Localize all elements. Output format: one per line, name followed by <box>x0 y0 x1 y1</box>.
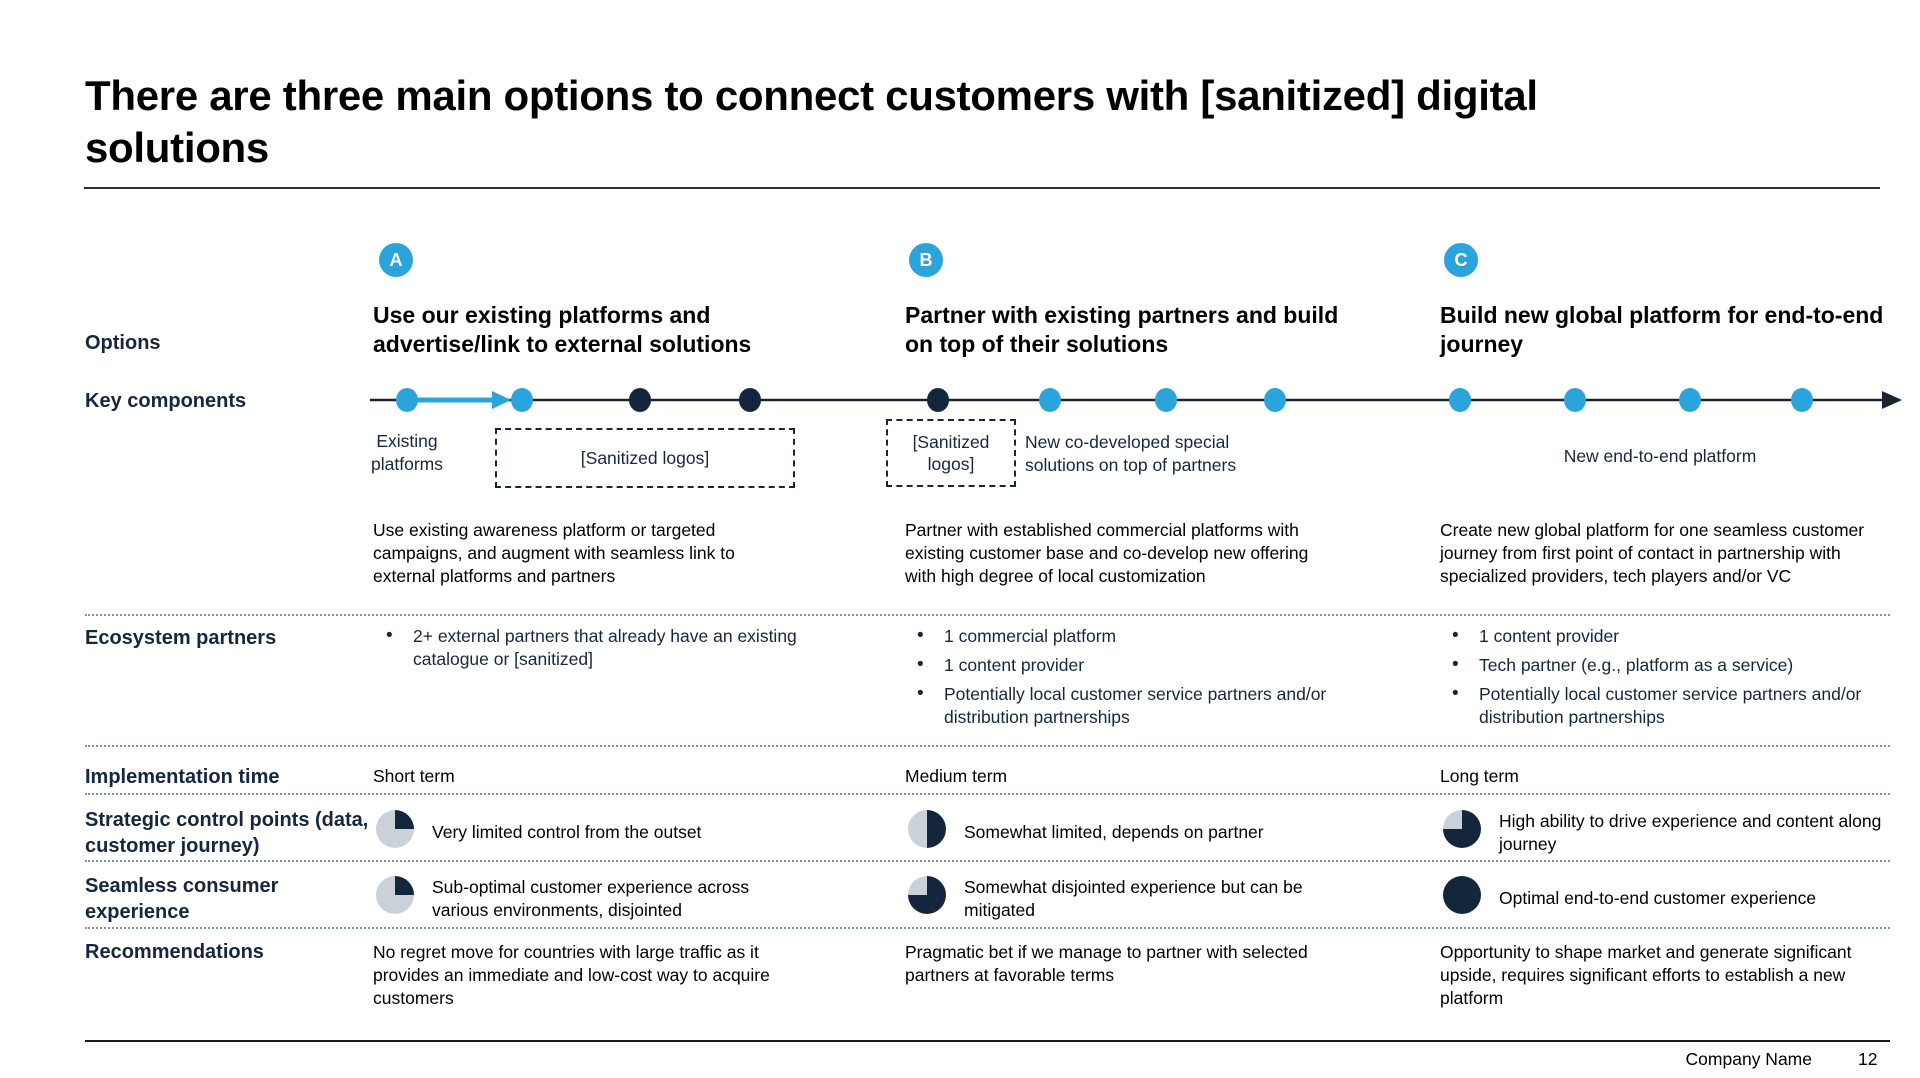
row-divider <box>85 614 1890 616</box>
implementation-time-b: Medium term <box>905 766 1008 786</box>
harvey-ball-control-b <box>908 810 946 848</box>
timeline-dot-blue <box>511 388 533 412</box>
option-a-badge: A <box>379 243 413 277</box>
option-c-badge: C <box>1444 243 1478 277</box>
bullet-item: Potentially local customer service partn… <box>915 682 1370 729</box>
key-components-timeline <box>370 388 1902 412</box>
ecosystem-partners-list-a: 2+ external partners that already have a… <box>384 624 834 677</box>
bullet-item: 1 commercial platform <box>915 624 1370 648</box>
ecosystem-partners-list-b: 1 commercial platform 1 content providerP… <box>915 624 1370 735</box>
control-text-b: Somewhat limited, depends on partner <box>964 822 1264 842</box>
row-label-recommendations: Recommendations <box>85 941 264 963</box>
timeline-dot-blue <box>396 388 418 412</box>
option-a-title: Use our existing platforms and advertise… <box>373 302 752 357</box>
recommendation-a: No regret move for countries with large … <box>373 942 770 1008</box>
footer-divider <box>85 1040 1890 1042</box>
bullet-item: Potentially local customer service partn… <box>1450 682 1910 729</box>
option-b-title: Partner with existing partners and build… <box>905 302 1339 357</box>
ecosystem-partners-list-c: 1 content providerTech partner (e.g., pl… <box>1450 624 1910 735</box>
timeline-dots <box>396 388 1813 412</box>
row-divider <box>85 793 1890 795</box>
option-b-description: Partner with established commercial plat… <box>905 520 1309 586</box>
timeline-dot-blue <box>1155 388 1177 412</box>
row-label-ecosystem-partners: Ecosystem partners <box>85 627 277 649</box>
row-divider <box>85 927 1890 929</box>
harvey-ball-experience-b <box>908 876 946 914</box>
row-divider <box>85 745 1890 747</box>
timeline-label-co-developed: New co-developed special solutions on to… <box>1025 432 1237 475</box>
option-c-description: Create new global platform for one seaml… <box>1440 520 1865 586</box>
timeline-dot-blue <box>1264 388 1286 412</box>
bullet-item: 2+ external partners that already have a… <box>384 624 834 671</box>
harvey-ball-control-c <box>1443 810 1481 848</box>
implementation-time-c: Long term <box>1440 766 1519 786</box>
recommendation-b: Pragmatic bet if we manage to partner wi… <box>905 942 1308 985</box>
harvey-ball-control-a <box>376 810 414 848</box>
timeline-dot-blue <box>1791 388 1813 412</box>
experience-text-c: Optimal end-to-end customer experience <box>1499 888 1817 908</box>
option-a-description: Use existing awareness platform or targe… <box>373 520 735 586</box>
experience-text-a: Sub-optimal customer experience across v… <box>432 877 750 920</box>
row-label-seamless-experience: Seamless consumer experience <box>85 875 279 923</box>
control-text-a: Very limited control from the outset <box>432 822 702 842</box>
bullet-item: Tech partner (e.g., platform as a servic… <box>1450 653 1910 677</box>
timeline-label-existing-platforms: Existing platforms <box>371 431 443 474</box>
timeline-dot-navy <box>927 388 949 412</box>
option-b-badge: B <box>909 243 943 277</box>
footer-company-name: Company Name <box>1685 1049 1812 1069</box>
recommendation-c: Opportunity to shape market and generate… <box>1440 942 1852 1008</box>
row-label-options: Options <box>85 332 161 354</box>
row-label-implementation-time: Implementation time <box>85 766 280 788</box>
harvey-ball-experience-a <box>376 876 414 914</box>
implementation-time-a: Short term <box>373 766 455 786</box>
timeline-dot-navy <box>629 388 651 412</box>
row-divider <box>85 860 1890 862</box>
bullet-item: 1 content provider <box>1450 624 1910 648</box>
sanitized-logos-box-a: [Sanitized logos] <box>495 428 795 488</box>
timeline-label-new-platform: New end-to-end platform <box>1563 446 1757 466</box>
row-label-strategic-control: Strategic control points (data, customer… <box>85 809 369 857</box>
timeline-dot-blue <box>1679 388 1701 412</box>
timeline-dot-blue <box>1039 388 1061 412</box>
page-title: There are three main options to connect … <box>85 72 1538 172</box>
row-label-key-components: Key components <box>85 390 247 412</box>
sanitized-logos-box-b: [Sanitized logos] <box>886 419 1016 487</box>
timeline-blue-arrow-icon <box>492 391 511 409</box>
bullet-item: 1 content provider <box>915 653 1370 677</box>
timeline-end-arrow-icon <box>1882 391 1902 409</box>
timeline-dot-navy <box>739 388 761 412</box>
option-c-title: Build new global platform for end-to-end… <box>1440 302 1884 357</box>
control-text-c: High ability to drive experience and con… <box>1499 811 1882 854</box>
experience-text-b: Somewhat disjointed experience but can b… <box>964 877 1303 920</box>
title-divider <box>84 187 1880 189</box>
harvey-ball-experience-c <box>1443 876 1481 914</box>
timeline-dot-blue <box>1449 388 1471 412</box>
timeline-dot-blue <box>1564 388 1586 412</box>
footer-page-number: 12 <box>1858 1049 1878 1069</box>
